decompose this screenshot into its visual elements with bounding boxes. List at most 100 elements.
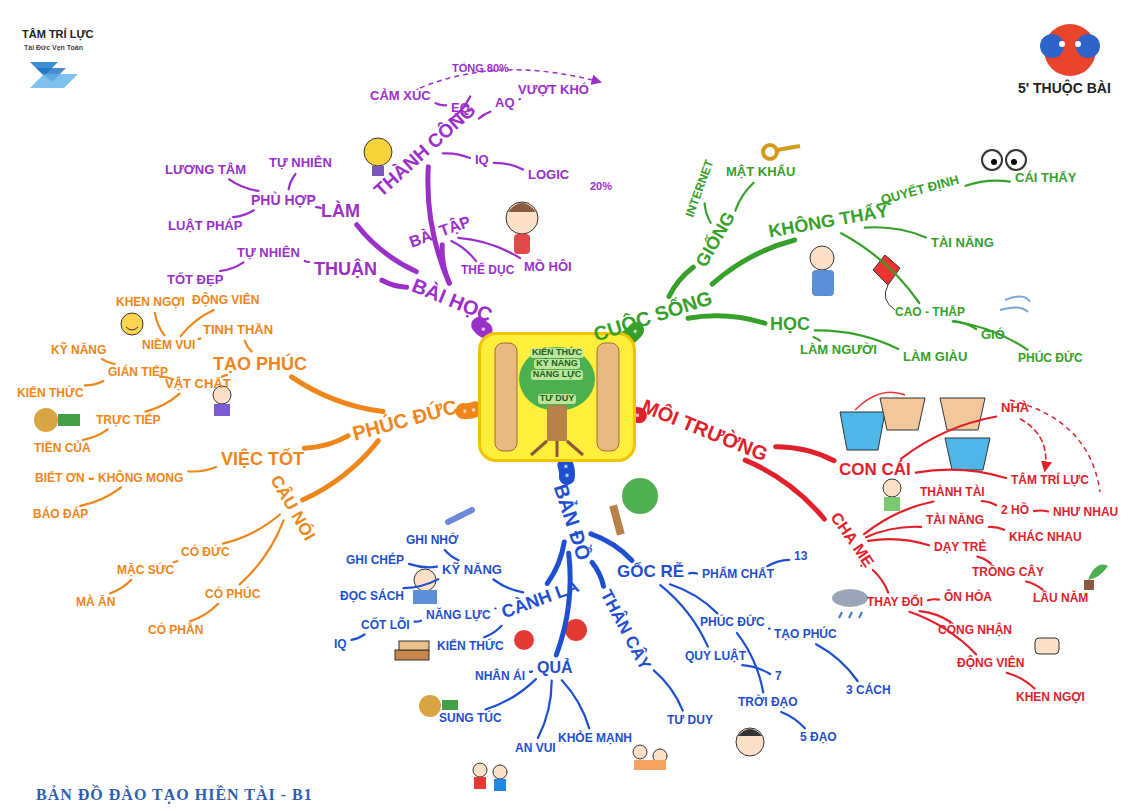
branch-line: [1034, 510, 1048, 511]
tree-label: KỸ NĂNG: [534, 359, 580, 369]
branch-label: PHẨM CHẤT: [702, 568, 774, 581]
branch-word: KỸ NĂNG: [49, 343, 108, 358]
branch-word: GIÓ: [979, 327, 1007, 343]
branch-line: [409, 564, 437, 567]
branch-label: TINH THẦN: [203, 323, 273, 337]
branch-label: ĐỌC SÁCH: [340, 590, 404, 603]
branch-label: ĐỘNG VIÊN: [957, 657, 1024, 670]
branch-line: [479, 112, 491, 119]
branch-label: INTERNET: [684, 158, 717, 219]
branch-line: [689, 572, 697, 575]
branch-label: TÀI NĂNG: [926, 514, 984, 527]
branch-line: [518, 98, 521, 100]
branch-word: LÂU NĂM: [1031, 591, 1090, 606]
branch-label: MÀ ĂN: [76, 596, 115, 609]
branch-line: [233, 210, 254, 217]
branch-label: KHỎE MẠNH: [558, 732, 632, 745]
branch-label: GIÓ: [981, 328, 1005, 342]
branch-line: [705, 203, 711, 223]
branch-line: [303, 441, 379, 500]
branch-word: BIẾT ƠN: [33, 471, 87, 486]
wind-icon: [1000, 296, 1030, 312]
branch-line: [382, 280, 407, 287]
main-branch: [464, 409, 476, 411]
branch-word: HỌC: [768, 314, 812, 336]
branch-label: AQ: [495, 96, 515, 110]
plant-icon: [1084, 565, 1108, 590]
branch-label: KHEN NGỢI: [116, 296, 185, 309]
glasses-icon: [982, 150, 1026, 170]
branch-word: INTERNET: [682, 156, 718, 221]
branch-word: TỰ NHIÊN: [235, 245, 302, 261]
branch-word: GIÁN TIẾP: [106, 365, 170, 380]
branch-label: QUY LUẬT: [685, 650, 746, 663]
branch-line: [83, 429, 108, 439]
family-icon: [883, 479, 901, 511]
branch-label: ĐỘNG VIÊN: [192, 294, 259, 307]
branch-line: [110, 580, 131, 594]
branch-word: TẠO PHÚC: [772, 627, 839, 642]
branch-label: TẠO PHÚC: [774, 628, 837, 641]
branch-line: [223, 515, 280, 544]
branch-line: [712, 240, 795, 284]
branch-label: KHÔNG MONG: [98, 472, 183, 485]
branch-label: CÓ PHẦN: [148, 624, 203, 637]
logo-mark: [30, 62, 78, 88]
branch-word: CỐT LÕI: [359, 618, 412, 633]
branch-word: MẶC SỨC: [115, 563, 176, 578]
branch-line: [556, 553, 570, 655]
branch-word: QUY LUẬT: [683, 649, 748, 664]
branch-word: CÓ PHÚC: [203, 587, 262, 602]
branch-label: TỰ NHIÊN: [237, 246, 300, 260]
branch-line: [486, 679, 536, 709]
boy-icon: [810, 246, 834, 296]
branch-line: [442, 245, 449, 283]
branch-word: KỸ NĂNG: [440, 562, 504, 578]
branch-line: [85, 381, 104, 385]
branch-line: [494, 607, 497, 609]
branch-word: DẠY TRẺ: [932, 540, 988, 555]
branch-word: VƯỢT KHÓ: [516, 82, 591, 98]
branch-label: CÀNH LÁ: [499, 577, 582, 623]
branch-word: CÂU NÓI: [264, 470, 320, 546]
branch-word: TẠO PHÚC: [211, 354, 309, 376]
branch-word: NĂNG LỰC: [424, 608, 493, 623]
branch-line: [953, 321, 1028, 350]
branch-line: [966, 181, 1011, 186]
branch-line: [245, 341, 252, 352]
branch-label: MẬT KHẨU: [726, 165, 795, 179]
branch-line: [229, 179, 258, 191]
tree-label: NĂNG LỰC: [531, 370, 583, 380]
branch-word: MẬT KHẨU: [724, 164, 797, 180]
branch-label: LƯƠNG TÂM: [165, 163, 246, 177]
branch-label: TƯ DUY: [667, 714, 713, 727]
branch-label: TỰ NHIÊN: [269, 156, 332, 170]
branch-label: BIẾT ƠN: [35, 472, 85, 485]
branch-line: [90, 478, 93, 480]
caption: BẢN ĐỒ ĐÀO TẠO HIỀN TÀI - B1: [36, 786, 313, 804]
branch-word: CÓ ĐỨC: [179, 545, 232, 560]
branch-label: QUẢ: [537, 659, 573, 677]
branch-label: CỐT LÕI: [361, 619, 410, 632]
branch-line: [982, 501, 996, 505]
branch-label: GIỐNG: [692, 209, 739, 271]
branch-line: [864, 502, 933, 535]
branch-label: BẢN ĐỒ: [550, 481, 595, 563]
branch-line: [816, 644, 858, 681]
branch-line: [494, 163, 523, 170]
branch-label: GHI CHÉP: [346, 554, 404, 567]
branch-label: TÀI NĂNG: [931, 236, 994, 250]
branch-label: ÔN HÒA: [944, 591, 992, 604]
branch-word: LÀM GIÀU: [901, 349, 969, 365]
branch-label: CON CÁI: [839, 461, 911, 480]
branch-pattern: [464, 409, 476, 411]
runner-icon: [506, 202, 538, 254]
branch-line: [174, 561, 178, 562]
branch-line: [102, 359, 115, 364]
pencil-icon: [448, 510, 472, 522]
branch-word: BÁO ĐÁP: [31, 507, 90, 522]
branch-label: KHÔNG THẤY: [767, 202, 890, 243]
branch-line: [1007, 673, 1035, 689]
branch-label: PHÙ HỢP: [251, 193, 316, 208]
elephant-logo: [1040, 24, 1100, 76]
